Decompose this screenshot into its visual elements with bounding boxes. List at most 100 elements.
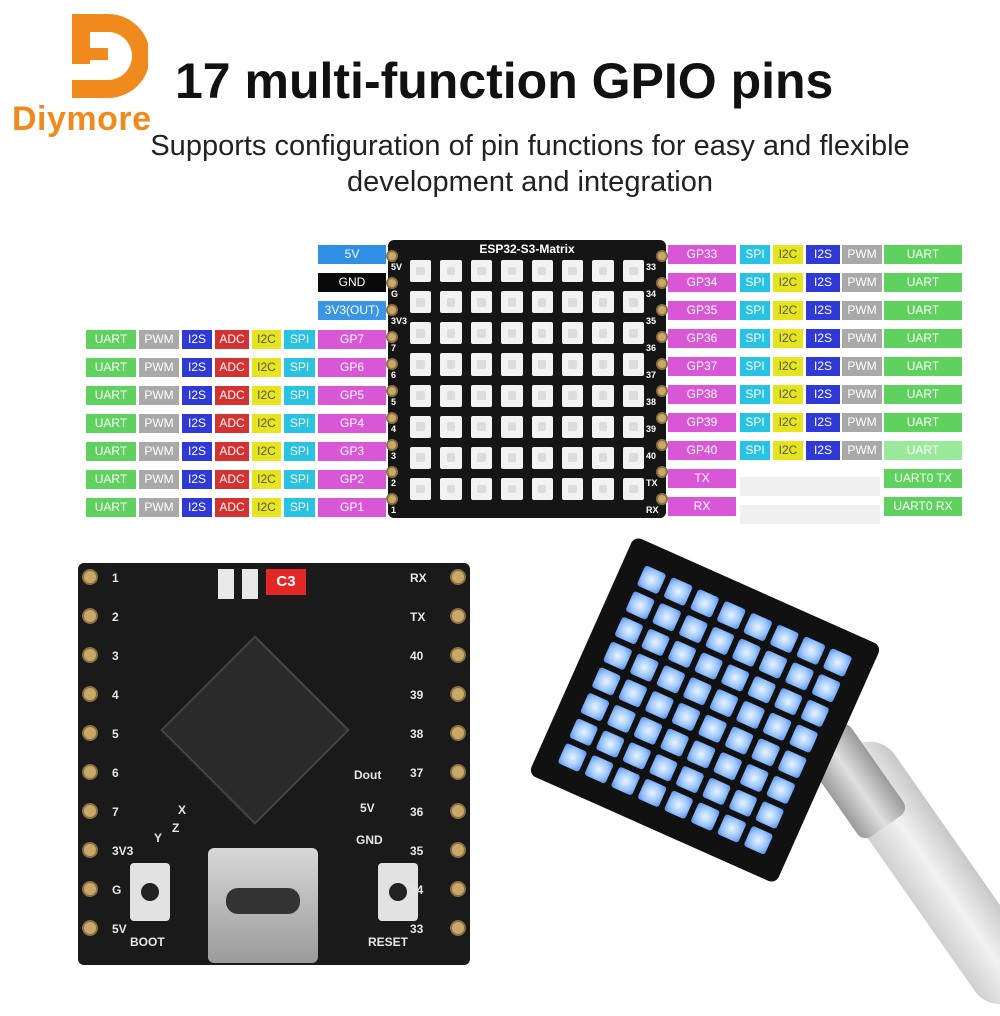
lit-led xyxy=(651,602,682,632)
gpio-tag: GP3 xyxy=(318,442,386,461)
led xyxy=(561,384,584,407)
pin-func-tag: ADC xyxy=(215,414,249,433)
pin-func-tag: PWM xyxy=(139,414,179,433)
lit-led xyxy=(769,624,800,654)
gpio-tag: GP35 xyxy=(668,301,736,320)
pin-hole xyxy=(82,608,98,624)
pin-func-tag: I2C xyxy=(252,414,281,433)
pin-func-tag: PWM xyxy=(139,386,179,405)
lit-led xyxy=(743,825,774,855)
led xyxy=(561,322,584,345)
pin-hole xyxy=(656,250,668,262)
pin-func-tag: I2C xyxy=(773,301,803,320)
led xyxy=(592,415,614,438)
lit-led xyxy=(584,754,614,785)
gpio-tag: GP2 xyxy=(318,470,386,489)
pin-label: 3 xyxy=(391,451,397,461)
lit-led xyxy=(640,627,671,657)
led xyxy=(470,415,493,438)
pin-func-tag: UART xyxy=(884,413,962,432)
dout-label: Dout xyxy=(354,768,382,782)
pin-func-tag: SPI xyxy=(284,414,315,433)
pin-label: 33 xyxy=(646,262,657,272)
pin-func-tag: PWM xyxy=(139,358,179,377)
pin-func-tag: I2S xyxy=(182,442,212,461)
pin-hole xyxy=(82,803,98,819)
led xyxy=(440,415,462,438)
pin-label: 2 xyxy=(391,478,397,488)
pin-func-tag: SPI xyxy=(740,413,770,432)
led xyxy=(531,260,553,283)
reset-button xyxy=(378,863,418,921)
pin-func-tag: PWM xyxy=(842,413,882,432)
pin-label: 5 xyxy=(112,727,119,741)
power-tag-5v: 5V xyxy=(318,245,386,264)
pin-func-tag: PWM xyxy=(842,301,882,320)
pin-hole xyxy=(450,647,466,663)
led xyxy=(592,446,614,469)
lit-led xyxy=(754,800,785,830)
led xyxy=(440,353,462,376)
pin-func-tag: I2S xyxy=(806,441,840,460)
pin-func-tag: I2C xyxy=(773,357,803,376)
pin-label: RX xyxy=(646,505,659,515)
pin-func-tag: PWM xyxy=(139,498,179,517)
lit-led xyxy=(568,717,599,747)
z-axis-label: Z xyxy=(172,821,180,835)
led xyxy=(592,260,614,283)
pin-hole xyxy=(386,466,398,478)
pin-func-tag: PWM xyxy=(842,357,882,376)
led xyxy=(531,384,553,407)
pin-hole xyxy=(386,412,398,424)
led xyxy=(531,322,553,345)
led xyxy=(531,415,553,438)
pin-func-tag: I2C xyxy=(773,273,803,292)
lit-led xyxy=(690,802,721,832)
led xyxy=(440,477,462,500)
5v-label: 5V xyxy=(360,801,375,815)
gpio-tag: GP34 xyxy=(668,273,736,292)
led xyxy=(501,477,523,500)
pin-label: 34 xyxy=(646,289,657,299)
led xyxy=(410,477,432,500)
c3-stripe xyxy=(242,569,258,599)
led xyxy=(440,260,462,283)
lit-led xyxy=(591,666,622,696)
pin-label: RX xyxy=(410,571,427,585)
pin-func-tag: UART xyxy=(86,442,136,461)
pin-func-tag: PWM xyxy=(139,442,179,461)
led xyxy=(561,291,584,314)
pin-hole xyxy=(386,493,398,505)
pin-label: 39 xyxy=(646,424,657,434)
pin-hole xyxy=(82,842,98,858)
pin-func-tag: SPI xyxy=(740,385,770,404)
power-tag-gnd: GND xyxy=(318,273,386,292)
gpio-tag: GP4 xyxy=(318,414,386,433)
pin-func-tag: I2S xyxy=(806,273,840,292)
pin-func-tag: UART xyxy=(884,357,962,376)
gpio-tag: GP1 xyxy=(318,498,386,517)
pin-func-tag: SPI xyxy=(284,358,315,377)
pin-func-tag: PWM xyxy=(842,245,882,264)
pin-hole xyxy=(450,803,466,819)
led xyxy=(592,353,614,376)
pin-label: 5V xyxy=(391,262,403,272)
brand-name: Diymore xyxy=(12,100,152,138)
lit-led xyxy=(614,615,644,646)
pin-hole xyxy=(450,764,466,780)
lit-led xyxy=(617,678,648,708)
pin-func-tag: I2C xyxy=(252,358,281,377)
led xyxy=(410,291,432,314)
lit-led xyxy=(720,663,751,693)
serial-pin-tag: RX xyxy=(668,497,736,516)
led xyxy=(501,384,523,407)
lit-led xyxy=(602,641,633,671)
lit-led xyxy=(697,713,728,744)
pin-func-tag: UART xyxy=(884,245,962,264)
lit-led xyxy=(811,673,842,703)
pin-func-tag: I2S xyxy=(806,357,840,376)
pin-label: 37 xyxy=(410,766,424,780)
pin-label: 5 xyxy=(391,397,397,407)
led xyxy=(561,260,584,283)
pin-func-tag: SPI xyxy=(740,273,770,292)
